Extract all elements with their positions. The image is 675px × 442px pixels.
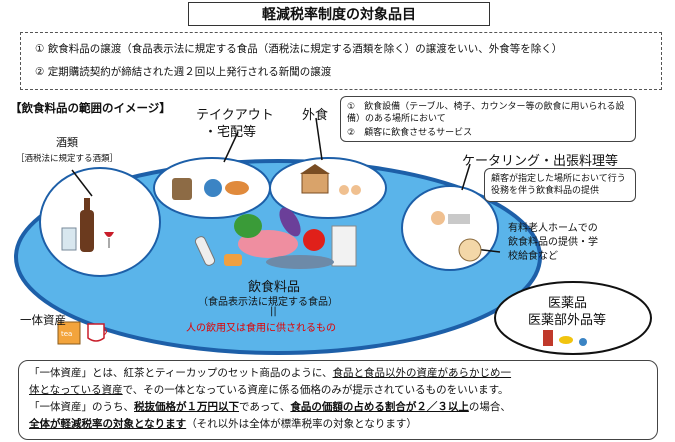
- wine-glass-icon: [104, 232, 114, 237]
- pizza-icon: [225, 181, 249, 195]
- definition-item-1: ① 飲食料品の譲渡（食品表示法に規定する食品（酒税法に規定する酒類を除く）の譲渡…: [35, 43, 563, 55]
- explanation-text: であって、: [239, 401, 291, 413]
- elderly-text: 有料老人ホームでの飲食料品の提供・学校給食など: [508, 223, 598, 262]
- explanation-underlined: 体となっている資産: [29, 384, 123, 396]
- catering-note-box: 顧客が指定した場所において行う役務を伴う飲食料品の提供: [484, 168, 636, 202]
- alcohol-pointer: [71, 169, 93, 197]
- medicine-ellipse: [494, 281, 652, 355]
- alcohol-ellipse: [39, 167, 161, 277]
- integrated-asset-explanation: 「一体資産」とは、紅茶とティーカップのセット商品のように、食品と食品以外の資産が…: [18, 360, 658, 440]
- caterer-icon: [431, 211, 445, 225]
- catering-note-text: 顧客が指定した場所において行う役務を伴う飲食料品の提供: [491, 174, 626, 196]
- restaurant-icon: [301, 172, 329, 194]
- food-equals: ||: [270, 306, 277, 317]
- explanation-paragraph-1: 「一体資産」とは、紅茶とティーカップのセット商品のように、食品と食品以外の資産が…: [29, 365, 647, 399]
- page-title-text: 軽減税率制度の対象品目: [262, 7, 416, 23]
- explanation-bold: 税抜価格が１万円以下: [134, 401, 239, 413]
- takeout-bag-icon: [172, 178, 192, 200]
- takeout-pointer: [223, 131, 239, 163]
- dining-note-box: ① 飲食設備（テーブル、椅子、カウンター等の飲食に用いられる設備）のある場所にお…: [340, 96, 636, 142]
- explanation-text: で、その一体となっている資産に係る価格のみが提示されているものをいいます。: [122, 384, 509, 396]
- delivery-scooter-icon: [204, 179, 222, 197]
- medicine-line2: 医薬部外品等: [528, 313, 607, 328]
- squid-icon: [194, 236, 216, 266]
- alcohol-note: ［酒税法に規定する酒類］: [16, 154, 119, 164]
- catering-pointer: [461, 163, 471, 191]
- explanation-text: 「一体資産」のうち、: [29, 401, 134, 413]
- milk-carton-icon: [331, 225, 357, 267]
- page-title: 軽減税率制度の対象品目: [188, 2, 490, 26]
- dining-out-title: 外食: [302, 108, 329, 123]
- tea-box-icon: [57, 321, 81, 345]
- bottle-neck-icon: [84, 198, 90, 212]
- tea-box-tag: tea: [61, 330, 73, 338]
- medicine-line1: 医薬品: [548, 296, 588, 311]
- explanation-bold: 全体が軽減税率の対象となります: [29, 418, 187, 430]
- alcohol-title: 酒類: [56, 136, 78, 149]
- food-subtitle: （食品表示法に規定する食品）: [198, 297, 338, 308]
- pepper-icon: [234, 214, 262, 238]
- explanation-text: の場合、: [468, 401, 511, 413]
- eggplant-icon: [279, 207, 301, 237]
- medicine-bottle-icon: [543, 330, 553, 346]
- capsule-icon: [559, 336, 573, 344]
- takeout-label-line1: テイクアウト: [196, 108, 274, 123]
- dining-note-item-1: ① 飲食設備（テーブル、椅子、カウンター等の飲食に用いられる設備）のある場所にお…: [347, 102, 625, 124]
- explanation-bold: 食品の価額の占める割合が２／３以上: [290, 401, 469, 413]
- catering-title: ケータリング・出張料理等: [462, 154, 619, 169]
- definition-item-2: ② 定期購読契約が締結された週２回以上発行される新聞の譲渡: [35, 66, 332, 78]
- explanation-text: 「一体資産」とは、紅茶とティーカップのセット商品のように、: [29, 367, 333, 379]
- explanation-paragraph-2: 「一体資産」のうち、税抜価格が１万円以下であって、食品の価額の占める割合が２／３…: [29, 399, 647, 433]
- explanation-text: （それ以外は全体が標準税率の対象となります）: [186, 418, 417, 430]
- scope-label: 【飲食料品の範囲のイメージ】: [10, 101, 171, 115]
- diner-icon: [339, 185, 349, 195]
- tomato-icon: [303, 229, 325, 251]
- tea-cup-icon: [87, 323, 105, 342]
- explanation-underlined: 食品と食品以外の資産があらかじめ一: [332, 367, 512, 379]
- definition-box: ① 飲食料品の譲渡（食品表示法に規定する食品（酒税法に規定する酒類を除く）の譲渡…: [20, 32, 662, 90]
- food-red-text: 人の飲用又は食用に供されるもの: [186, 323, 336, 334]
- dining-note-item-2: ② 顧客に飲食させるサービス: [347, 128, 473, 138]
- dining-pointer: [315, 117, 323, 161]
- takeout-label-line2: ・宅配等: [204, 125, 257, 140]
- sake-can-icon: [61, 227, 77, 251]
- bread-icon: [224, 254, 242, 266]
- pill-icon: [579, 338, 587, 346]
- fish-icon: [266, 255, 334, 269]
- elderly-icon: [458, 238, 482, 262]
- beer-bottle-icon: [80, 210, 94, 252]
- integrated-asset-title: 一体資産: [20, 313, 66, 327]
- catering-tray-icon: [448, 214, 470, 224]
- food-title: 飲食料品: [248, 280, 301, 295]
